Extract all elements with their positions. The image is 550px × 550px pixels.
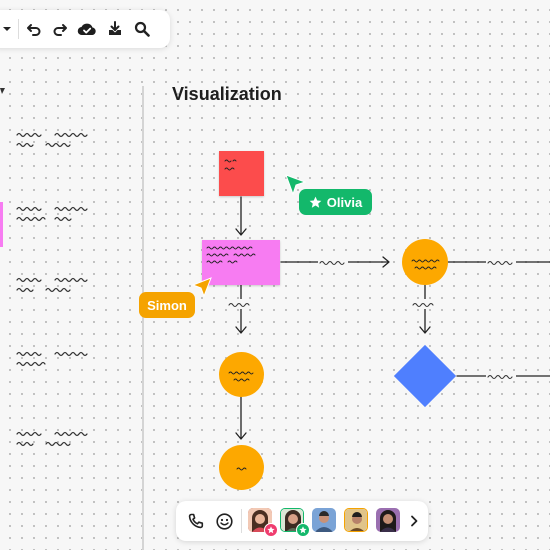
phone-icon[interactable]: [186, 511, 206, 531]
top-toolbar: [0, 10, 170, 48]
red-sticky-note[interactable]: [219, 151, 264, 196]
chevron-down-icon[interactable]: [0, 10, 14, 48]
cloud-saved-icon[interactable]: [74, 10, 100, 48]
red-note-text: [224, 159, 237, 171]
orange-circle-node-2[interactable]: [219, 445, 264, 490]
call-badge-icon: [264, 523, 278, 537]
pink-note-text: [206, 246, 256, 264]
frame-separator: [142, 86, 144, 550]
collaborator-avatar-simon[interactable]: [344, 508, 368, 532]
frame-corner-marker: [0, 88, 5, 94]
left-text-column: [16, 132, 88, 447]
circle-2-text: [236, 467, 247, 471]
simon-cursor-tag: Simon: [139, 292, 195, 318]
circle-3-text: [411, 259, 440, 270]
olivia-cursor-tag: Olivia: [299, 189, 372, 215]
search-icon[interactable]: [129, 10, 155, 48]
olivia-badge-icon: [296, 523, 310, 537]
undo-icon[interactable]: [21, 10, 47, 48]
simon-cursor-pointer-icon: [192, 277, 212, 297]
emoji-icon[interactable]: [214, 511, 234, 531]
collaborator-avatar-5[interactable]: [376, 508, 400, 532]
orange-circle-node-3[interactable]: [402, 239, 448, 285]
collaboration-bar: [176, 501, 428, 541]
collab-divider: [241, 509, 242, 533]
simon-cursor-name: Simon: [147, 297, 187, 313]
download-icon[interactable]: [102, 10, 128, 48]
olivia-cursor-pointer-icon: [285, 174, 307, 196]
frame-title: Visualization: [172, 84, 282, 104]
chevron-right-icon[interactable]: [406, 513, 422, 529]
orange-circle-node-1[interactable]: [219, 352, 264, 397]
star-icon: [309, 196, 322, 208]
pink-sticky-note[interactable]: [202, 240, 280, 285]
collaborator-avatar-3[interactable]: [312, 508, 336, 532]
olivia-cursor-name: Olivia: [326, 194, 363, 210]
redo-icon[interactable]: [47, 10, 73, 48]
left-pink-note-edge[interactable]: [0, 202, 3, 247]
toolbar-divider: [18, 19, 19, 39]
circle-1-text: [228, 371, 254, 382]
